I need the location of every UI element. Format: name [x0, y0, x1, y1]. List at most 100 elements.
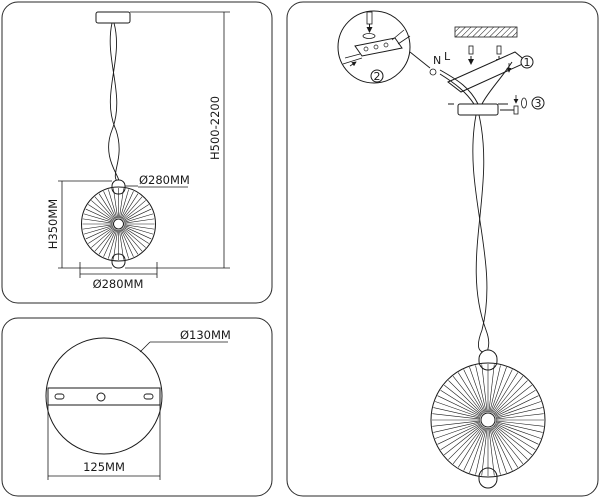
- lamp-fin: [433, 421, 481, 433]
- mounting-slot-right: [143, 393, 154, 400]
- lamp-fin: [469, 427, 486, 473]
- lamp-fin: [489, 365, 501, 413]
- lamp-fin: [435, 422, 481, 439]
- lamp-fin: [82, 224, 113, 230]
- panel-border: [286, 1, 599, 497]
- lamp-fin: [494, 384, 532, 416]
- mounting-slot-left: [54, 393, 65, 400]
- lamp-fin: [432, 413, 481, 420]
- lamp-fin: [493, 380, 528, 415]
- lamp-fin: [490, 427, 507, 473]
- mount-width-label: 125MM: [83, 460, 125, 474]
- lamp-fin: [448, 380, 483, 415]
- lamp-fin: [452, 376, 484, 414]
- ceiling-canopy: [95, 11, 131, 24]
- lamp-center-led: [480, 412, 496, 428]
- lamp-fin: [119, 189, 129, 219]
- installed-cable: [472, 114, 489, 353]
- lamp-disc-outline: [430, 362, 546, 478]
- lamp-fin: [98, 228, 116, 255]
- lamp-fin: [444, 384, 482, 416]
- lamp-fin: [488, 427, 495, 476]
- lamp-fin: [432, 420, 481, 427]
- step-1-number: 1: [524, 56, 531, 69]
- lamp-fin: [123, 208, 152, 222]
- terminal-block-detail: [337, 10, 431, 84]
- lamp-fin: [122, 196, 143, 220]
- lamp-fin: [493, 425, 528, 460]
- lamp-fin: [492, 372, 519, 414]
- lamp-fin: [433, 407, 481, 419]
- lamp-fin: [448, 425, 483, 460]
- lamp-fin: [124, 224, 155, 230]
- lamp-fin: [495, 423, 539, 445]
- lamp-fin: [91, 227, 115, 248]
- lamp-fin: [494, 389, 536, 416]
- lamp-fin: [83, 213, 113, 223]
- lamp-fin: [495, 395, 539, 417]
- lamp-fin: [82, 218, 113, 224]
- lamp-fin: [495, 401, 541, 418]
- lamp-fin: [123, 226, 149, 244]
- lamp-fin: [475, 427, 487, 475]
- lamp-fin: [94, 228, 115, 252]
- canopy-diameter-label: Ø130MM: [180, 328, 231, 342]
- lamp-fin: [119, 229, 124, 260]
- lamp-fin: [444, 424, 482, 456]
- step-1-badge: [520, 55, 534, 69]
- lamp-fin: [457, 372, 484, 414]
- lamp-fin: [91, 200, 115, 221]
- mounting-plate: [447, 51, 528, 93]
- lamp-fin: [103, 229, 117, 257]
- lamp-fin: [83, 225, 113, 235]
- lamp-fin: [122, 200, 146, 221]
- lamp-fin: [437, 423, 481, 445]
- center-screw-hole: [96, 392, 106, 402]
- panel-installation-steps: N L 1 3: [286, 1, 599, 497]
- installed-pendant-lamp: [430, 349, 546, 489]
- lamp-fin: [123, 226, 152, 240]
- panel-canopy-bottom-view: Ø130MM 125MM: [1, 317, 273, 497]
- lamp-fin: [492, 426, 519, 468]
- panel-border: [1, 1, 273, 304]
- wire-l-label: L: [444, 50, 451, 63]
- lamp-fin: [119, 188, 124, 219]
- lamp-fin: [452, 426, 484, 464]
- step-3-badge: [531, 96, 545, 110]
- lamp-fin: [495, 422, 541, 439]
- suspension-cable: [108, 22, 120, 184]
- lamp-fin: [94, 196, 115, 220]
- lamp-fin: [491, 369, 513, 413]
- ground-icon: [429, 68, 437, 76]
- lamp-fin: [124, 225, 154, 235]
- lamp-fin: [475, 365, 487, 413]
- lamp-fin: [108, 229, 118, 259]
- lamp-disc-outline: [81, 186, 156, 262]
- lamp-fin: [113, 229, 118, 260]
- step-3-number: 3: [535, 97, 542, 110]
- height-label: H350MM: [46, 199, 60, 249]
- lamp-fin: [469, 367, 486, 413]
- pendant-lamp-disc: [81, 179, 156, 269]
- diameter-label: Ø280MM: [139, 173, 190, 187]
- lamp-fin: [88, 226, 114, 244]
- wire-n-label: N: [433, 54, 441, 67]
- panel-border: [1, 317, 273, 497]
- lamp-fin: [85, 226, 114, 240]
- lamp-fin: [440, 389, 482, 416]
- lamp-fin: [490, 367, 507, 413]
- side-screw-icon: [513, 105, 519, 115]
- lamp-fin: [494, 424, 536, 451]
- lamp-fin: [120, 191, 134, 219]
- lamp-fin: [124, 213, 154, 223]
- lamp-fin: [495, 420, 544, 427]
- ceiling-hatch: [454, 26, 518, 38]
- lamp-fin: [495, 421, 543, 433]
- lamp-fin: [123, 204, 149, 222]
- lamp-fin: [120, 229, 134, 257]
- width-label: Ø280MM: [93, 277, 144, 291]
- lamp-fin: [495, 413, 544, 420]
- lamp-fin: [85, 208, 114, 222]
- knurled-nut-icon: [521, 97, 527, 109]
